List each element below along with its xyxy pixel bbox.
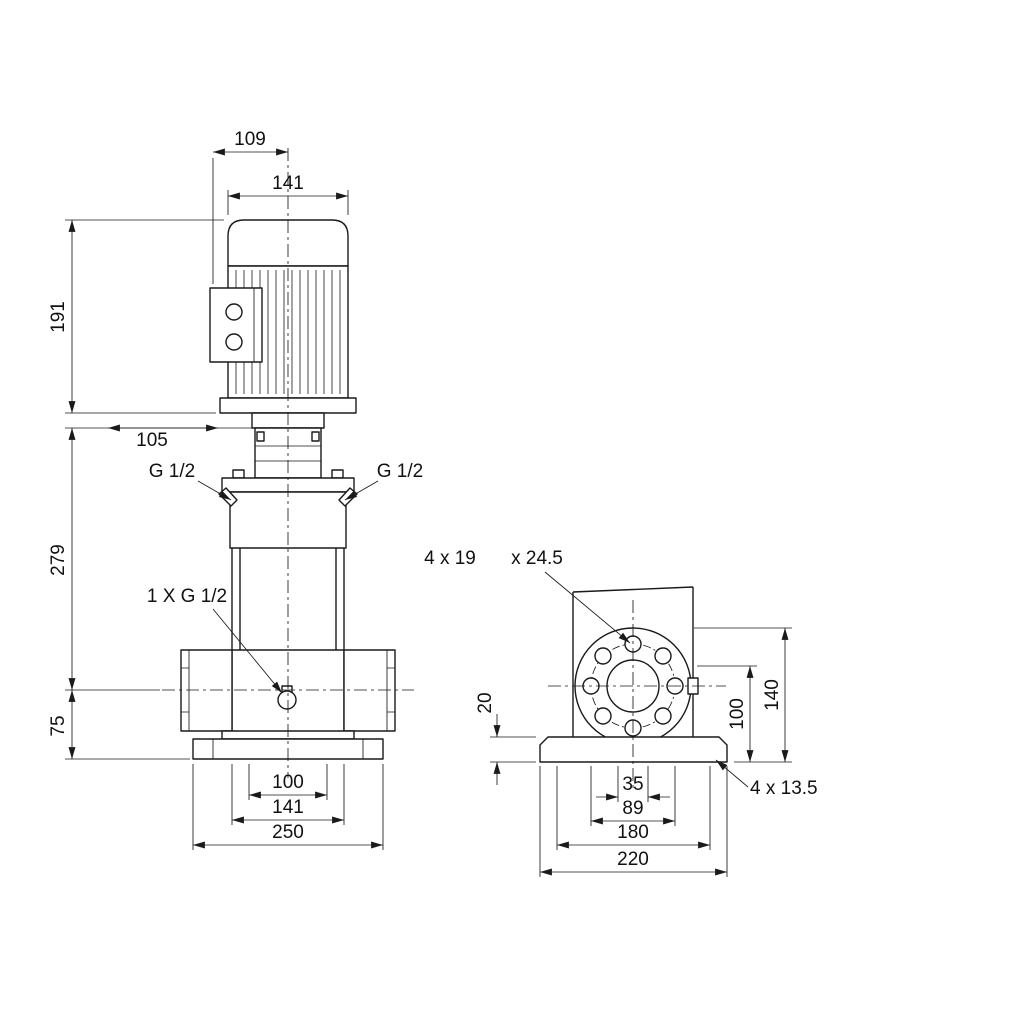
dim-250-label: 250: [272, 822, 304, 843]
terminal-box: [209, 287, 263, 363]
flange-bolt-hole: [654, 647, 672, 665]
dim-35-label: 35: [622, 774, 643, 795]
staybolt-nut: [232, 469, 245, 479]
flange-spotface-label: x 24.5: [511, 548, 563, 569]
chamber-stack: [231, 548, 345, 731]
flange-bolt-hole: [654, 707, 672, 725]
dim-279-label: 279: [48, 544, 69, 576]
base-plate-side: [539, 736, 728, 763]
motor-assembly: [209, 219, 357, 414]
dim-100-side-label: 100: [727, 698, 748, 730]
drain-plug: [277, 685, 297, 710]
dim-75-label: 75: [48, 715, 69, 736]
flange-bolt-hole: [594, 707, 612, 725]
front-dimensions: 109 141 191 105 279 75 G 1/2 G 1/2 1 X G…: [48, 129, 423, 850]
dim-220-label: 220: [617, 849, 649, 870]
dim-140-label: 140: [762, 679, 783, 711]
side-view: [539, 586, 728, 763]
dim-109-label: 109: [234, 129, 266, 150]
pump-column: [572, 586, 694, 737]
dim-89-label: 89: [622, 798, 643, 819]
staybolt-nut: [331, 469, 344, 479]
dim-105-label: 105: [136, 430, 168, 451]
flange-holes-label: 4 x 19: [424, 548, 476, 569]
flange-bolt-hole: [594, 647, 612, 665]
dim-141-base-label: 141: [272, 797, 304, 818]
cable-entry-hole: [225, 303, 243, 321]
dim-180-label: 180: [617, 822, 649, 843]
cable-entry-hole: [225, 333, 243, 351]
drain-plug-label: 1 X G 1/2: [147, 586, 227, 607]
base-holes-label: 4 x 13.5: [750, 778, 818, 799]
centerlines: [162, 148, 726, 792]
dim-100-front-label: 100: [272, 772, 304, 793]
side-dimensions: 4 x 19 x 24.5 20 100 140 4 x 13.5 35 89 …: [424, 548, 818, 877]
suction-flange-left: [180, 649, 233, 732]
dim-191-label: 191: [48, 301, 69, 333]
dim-20-label: 20: [475, 692, 496, 713]
dim-141-motor-label: 141: [272, 173, 304, 194]
left-plug-label: G 1/2: [149, 461, 195, 482]
right-plug-label: G 1/2: [377, 461, 423, 482]
discharge-flange-right: [343, 649, 396, 732]
